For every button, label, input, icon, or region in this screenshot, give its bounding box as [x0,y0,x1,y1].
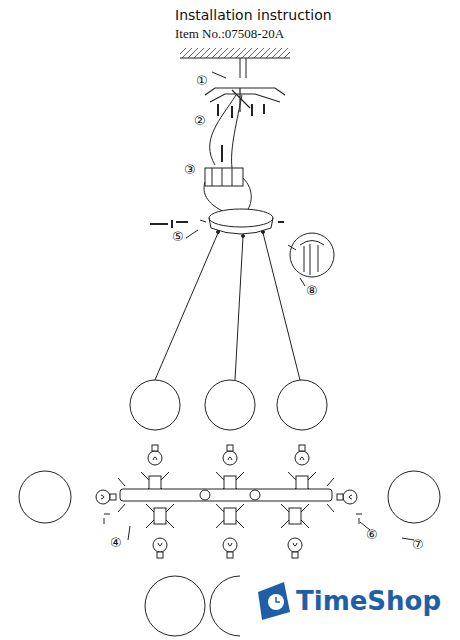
callout-number: ⑦ [412,538,424,552]
callout-number: ④ [110,536,122,550]
watermark: TimeShop [296,587,441,616]
item-number: Item No.:07508-20A [175,27,284,41]
callout-number: ③ [184,163,196,177]
callout-number: ⑤ [172,230,184,244]
title: Installation instruction [175,8,332,23]
callout-number: ② [194,114,206,128]
callout-number: ⑥ [366,528,378,542]
callout-number: ⑧ [306,284,318,298]
callout-number: ① [196,74,208,88]
